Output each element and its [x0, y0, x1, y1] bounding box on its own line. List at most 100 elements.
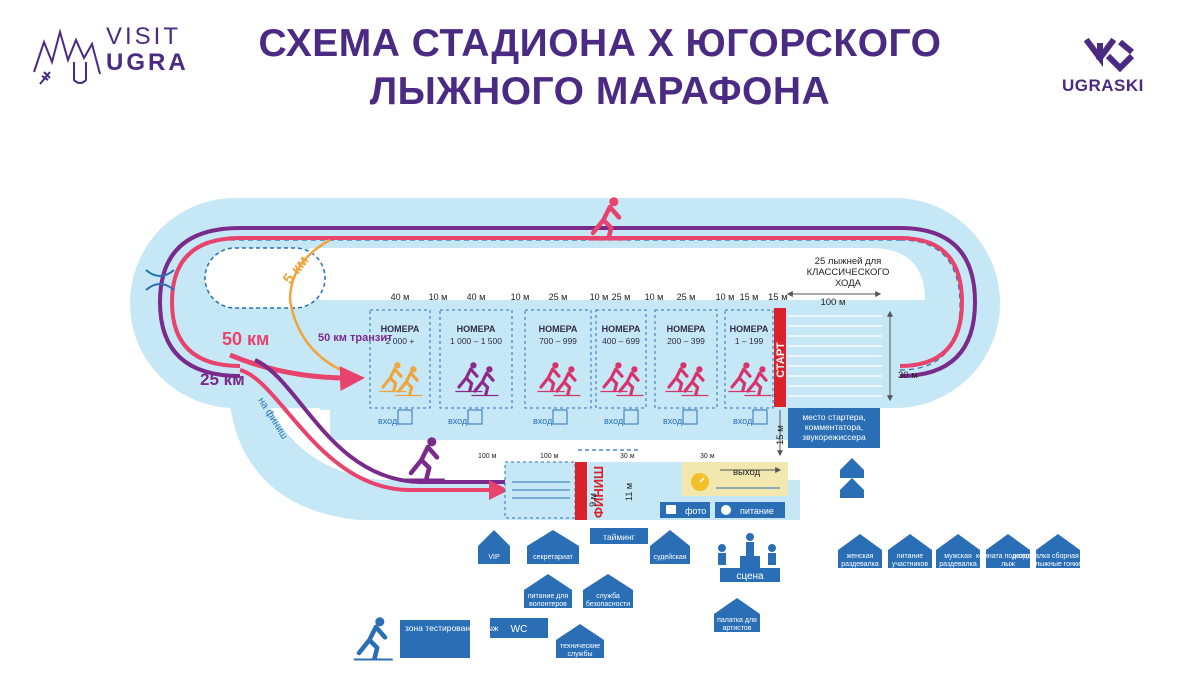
corral-width: 40 м — [467, 292, 486, 302]
title-line-2: ЛЫЖНОГО МАРАФОНА — [369, 70, 831, 113]
corral-entry-label: вход — [533, 416, 553, 426]
corral-range: 700 – 999 — [539, 336, 577, 346]
skier-icon — [744, 366, 772, 397]
visit-ugra-logo[interactable] — [30, 22, 200, 92]
small-tents-icon — [840, 458, 864, 490]
corral-width: 25 м — [612, 292, 631, 302]
corral-range: 400 – 699 — [602, 336, 640, 346]
corral-gap: 10 м — [645, 292, 664, 302]
turnstile-icon — [397, 409, 413, 425]
corral-width: 25 м — [677, 292, 696, 302]
corral-title: НОМЕРА — [667, 324, 706, 334]
finish-30a: 30 м — [620, 453, 635, 460]
skier-icon — [379, 362, 407, 393]
corral-title: НОМЕРА — [730, 324, 769, 334]
visit-word: VISIT — [106, 23, 182, 50]
corral-width: 40 м — [391, 292, 410, 302]
svg-text:раздевалка: раздевалка — [939, 561, 977, 568]
starter-zone-text: место стартера,комментатора,звукорежиссе… — [802, 412, 866, 442]
corral-box — [439, 309, 513, 409]
route-25km-finish — [254, 358, 505, 484]
skier-icon — [405, 437, 445, 481]
corral-range: 2 000 + — [386, 336, 415, 346]
corral-entry-label: вход — [604, 416, 624, 426]
svg-text:лыжные гонки: лыжные гонки — [1035, 561, 1081, 568]
skier-icon — [665, 362, 693, 393]
skier-icon — [553, 366, 581, 397]
vip-tent: VIP — [478, 530, 510, 564]
mountains-icon — [33, 28, 101, 85]
photo-label: фото — [685, 506, 706, 516]
dist-50km: 50 км — [222, 329, 269, 349]
skier-pictograms — [353, 197, 627, 661]
title-line-1: СХЕМА СТАДИОНА X ЮГОРСКОГО — [258, 22, 942, 65]
corral-box — [654, 309, 718, 409]
finish-label: ФИНИШ — [591, 466, 606, 518]
corral-box — [524, 309, 592, 409]
route-25km — [157, 226, 978, 378]
corral-entry-label: вход — [733, 416, 753, 426]
facility-tents: VIP секретариат судейская питание дляволонт… — [478, 458, 1103, 658]
turnstile-icon — [552, 409, 568, 425]
route-50km-arrow — [229, 352, 365, 392]
corral-range: 1 – 199 — [735, 336, 764, 346]
security-tent-label: служба — [596, 592, 620, 600]
ugra-word: UGRA — [106, 49, 189, 76]
corral-gap: 10 м — [716, 292, 735, 302]
finish-100a: 100 м — [478, 453, 497, 460]
corral-box — [369, 309, 431, 409]
corral-title: НОМЕРА — [381, 324, 420, 334]
side-tent-label: комната подготовки — [976, 553, 1040, 560]
skier-icon — [353, 617, 393, 661]
volunteer-food-tent-label: питание для — [528, 593, 569, 600]
crossing-icon — [145, 269, 175, 291]
timing-label: тайминг — [603, 532, 635, 542]
judges-tent-label: судейская — [653, 553, 686, 561]
finish-100b: 100 м — [540, 453, 559, 460]
food-icon — [721, 505, 731, 515]
start-15m: 15 м — [768, 292, 788, 303]
timing-box — [590, 528, 648, 544]
skier-icon — [681, 366, 709, 397]
classic-width: 100 м — [820, 297, 845, 308]
transit-label: 50 км транзит — [318, 332, 393, 344]
corral-range: 200 – 399 — [667, 336, 705, 346]
starter-zone-box — [788, 408, 880, 448]
start-line — [774, 320, 786, 395]
corral-width: 25 м — [549, 292, 568, 302]
finish-9m: 9 м — [588, 493, 598, 507]
artists-tent-label: палатка для — [717, 617, 757, 624]
turnstile-icon — [682, 409, 698, 425]
route-50km-finish — [239, 368, 509, 500]
vip-tent-label: VIP — [488, 554, 500, 561]
skier-icon — [395, 366, 423, 397]
inner-field — [306, 248, 926, 300]
judges-tent: судейская — [650, 530, 690, 564]
corral-entry-label: вход — [378, 416, 398, 426]
wc-label: WC — [511, 624, 528, 635]
finish-line — [575, 462, 587, 520]
inner-loop-small — [204, 247, 326, 309]
classic-lanes — [785, 291, 893, 402]
corral-width: 15 м — [740, 292, 759, 302]
wc-box — [490, 618, 548, 638]
route-50km — [169, 236, 965, 368]
side-tent-label: раздевалка сборная россии — [1013, 552, 1104, 560]
route-5km — [288, 238, 363, 380]
secretariat-tent: секретариат — [527, 530, 579, 564]
svg-text:безопасности: безопасности — [586, 600, 630, 608]
svg-text:службы: службы — [568, 650, 593, 658]
corral-entry-label: вход — [448, 416, 468, 426]
svg-text:раздевалка: раздевалка — [841, 561, 879, 568]
svg-text:волонтеров: волонтеров — [529, 601, 567, 608]
